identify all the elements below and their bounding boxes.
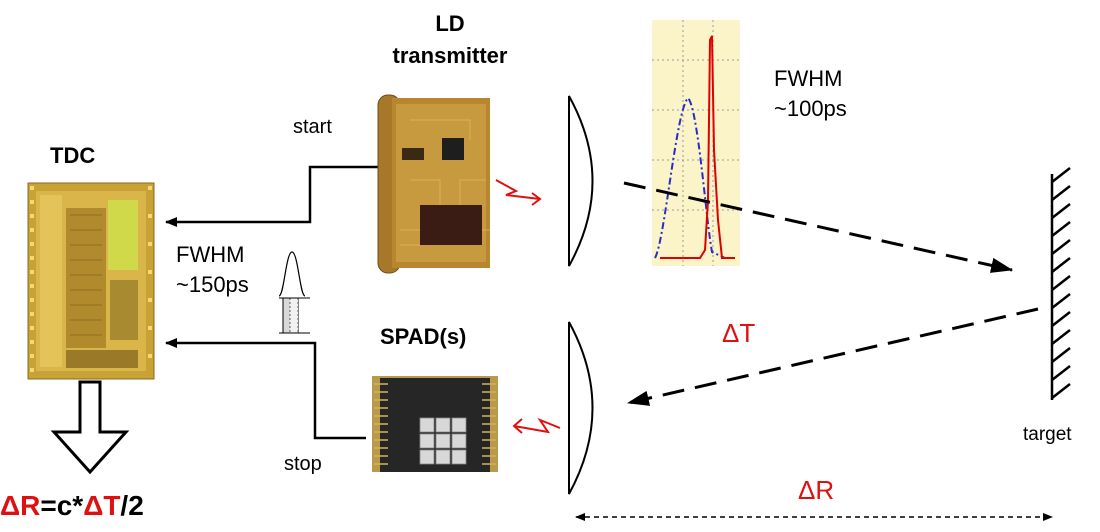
equation-equals-c: =c* (40, 490, 84, 521)
fwhm-transmit-label: FWHM ~150ps (176, 240, 249, 300)
pulse-plot (652, 20, 740, 266)
transmit-lens (568, 95, 594, 267)
ld-transmitter-title: LD transmitter (355, 8, 545, 72)
start-label: start (293, 116, 332, 138)
equation-div-two: /2 (120, 490, 144, 521)
target-surface (1050, 167, 1071, 400)
fwhm-spad-label: FWHM ~100ps (774, 64, 847, 124)
stop-signal-line (165, 338, 366, 440)
fwhm-transmit-title: FWHM (176, 242, 245, 267)
tdc-title: TDC (50, 143, 96, 168)
ld-title-line1: LD (435, 11, 465, 36)
fwhm-spad-value: ~100ps (774, 96, 847, 121)
return-beam (626, 307, 1039, 406)
start-signal-line (165, 165, 380, 227)
delta-t-label: ΔT (722, 318, 756, 348)
output-arrow (50, 380, 130, 475)
tdc-chip-image (27, 182, 155, 380)
delta-r-label: ΔR (798, 475, 835, 505)
emission-zigzag (495, 179, 542, 206)
target-label: target (1023, 424, 1072, 445)
spad-title: SPAD(s) (380, 324, 467, 349)
ld-title-line2: transmitter (392, 43, 508, 68)
range-equation: ΔR=c*ΔT/2 (0, 490, 144, 522)
pulse-glyph (278, 251, 310, 334)
equation-delta-t: ΔT (83, 490, 121, 521)
fwhm-transmit-value: ~150ps (176, 272, 249, 297)
equation-delta-r: ΔR (0, 490, 41, 521)
fwhm-spad-title: FWHM (774, 66, 843, 91)
ld-transmitter-image (377, 94, 490, 274)
reception-zigzag (512, 417, 561, 434)
stop-label: stop (284, 453, 322, 475)
spad-chip-image (372, 376, 498, 472)
receive-lens (568, 321, 594, 495)
outgoing-beam (623, 181, 1014, 273)
